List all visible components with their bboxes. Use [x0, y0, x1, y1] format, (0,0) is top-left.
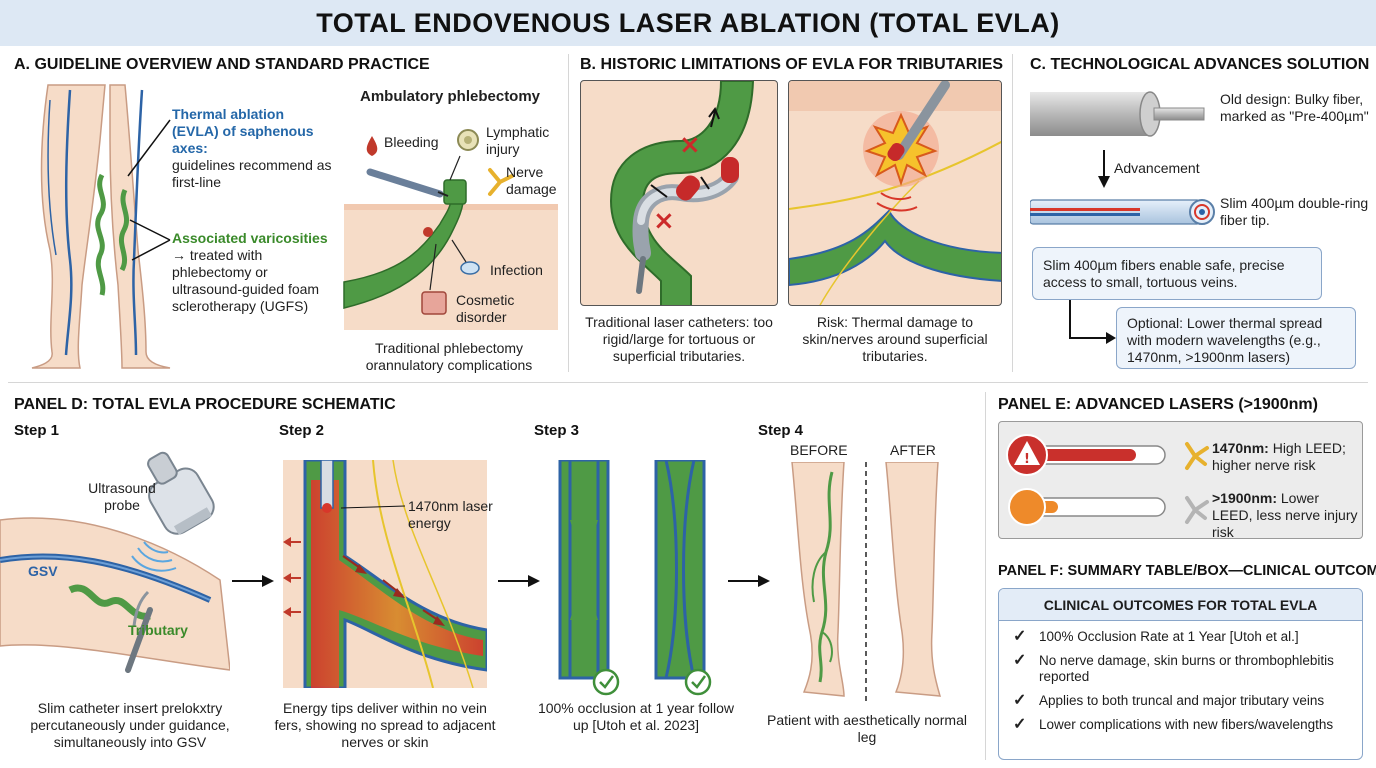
thermometers: ! [1006, 434, 1166, 526]
complication-cosmetic: Cosmetic disorder [456, 292, 515, 325]
gsv-label: GSV [28, 563, 58, 579]
page-title: TOTAL ENDOVENOUS LASER ABLATION (TOTAL E… [316, 7, 1060, 38]
divider-b-c [1012, 54, 1013, 372]
panel-f-heading: PANEL F: SUMMARY TABLE/BOX—CLINICAL OUTC… [998, 563, 1376, 579]
elbow-arrow [1069, 300, 1116, 344]
high-leed-level-bar [1029, 449, 1136, 461]
panel-a-caption: Traditional phlebectomy orannulatory com… [365, 340, 533, 373]
step4-caption: Patient with aesthetically normal leg [767, 712, 967, 745]
laser-energy-label: 1470nm laser energy [408, 498, 493, 531]
wavelength-box: Optional: Lower thermal spread with mode… [1116, 307, 1356, 369]
step1-title: Step 1 [14, 422, 60, 439]
step1-illustration [0, 451, 230, 673]
slim-fiber-box: Slim 400µm fibers enable safe, precise a… [1032, 247, 1322, 300]
svg-text:×: × [679, 130, 701, 160]
step3-illustration [558, 460, 712, 696]
laser-row-1470: 1470nm: High LEED; higher nerve risk [1212, 440, 1362, 474]
tributary-label: Tributary [128, 622, 188, 638]
old-design-label: Old design: Bulky fiber, marked as "Pre-… [1220, 91, 1369, 124]
thermal-ablation-title: Thermal ablation (EVLA) of saphenous axe… [172, 106, 314, 156]
phlebectomy-illustration [343, 129, 558, 330]
laser-row-1900: >1900nm: Lower LEED, less nerve injury r… [1212, 490, 1362, 541]
step1-caption: Slim catheter insert prelokxtry percutan… [30, 700, 230, 750]
panel-a-heading: A. GUIDELINE OVERVIEW AND STANDARD PRACT… [14, 56, 430, 73]
tortuous-vein-panel: × × [580, 80, 778, 306]
outcome-item: ✓ 100% Occlusion Rate at 1 Year [Utoh et… [1013, 628, 1299, 645]
panel-b-heading: B. HISTORIC LIMITATIONS OF EVLA FOR TRIB… [580, 56, 1004, 73]
checkmark-icon: ✓ [1013, 716, 1027, 733]
laser-1900-text: Lower LEED, less nerve injury risk [1212, 490, 1358, 540]
divider-d-e [985, 392, 986, 760]
laser-comparison-box: ! 1470nm: High LEED; higher nerve risk >… [998, 421, 1363, 541]
fiber-comparison-illustration [1030, 91, 1215, 225]
step2-title: Step 2 [279, 422, 325, 439]
outcomes-box-title: CLINICAL OUTCOMES FOR TOTAL EVLA [999, 589, 1362, 621]
step2-illustration [283, 460, 487, 688]
outcomes-list: ✓ 100% Occlusion Rate at 1 Year [Utoh et… [999, 621, 1362, 733]
step3-caption: 100% occlusion at 1 year follow up [Utoh… [537, 700, 735, 733]
checkmark-icon: ✓ [1013, 628, 1027, 645]
checkmark-icon: ✓ [1013, 692, 1027, 709]
complication-infection: Infection [490, 262, 543, 278]
thermal-ablation-text: Thermal ablation (EVLA) of saphenous axe… [172, 106, 332, 191]
svg-text:!: ! [1024, 452, 1030, 467]
panel-d-heading: PANEL D: TOTAL EVLA PROCEDURE SCHEMATIC [14, 396, 396, 413]
thermal-ablation-desc: guidelines recommend as first-line [172, 157, 332, 190]
thermal-damage-panel [788, 80, 1002, 306]
ultrasound-probe-label: Ultrasound probe [88, 480, 156, 513]
before-label: BEFORE [790, 442, 848, 458]
svg-text:×: × [653, 206, 675, 236]
arrow-step1-2 [232, 575, 274, 587]
laser-1900-label: >1900nm: [1212, 490, 1277, 506]
varicosities-text: Associated varicosities → treated with p… [172, 230, 337, 315]
outcome-item: ✓ Lower complications with new fibers/wa… [1013, 716, 1334, 733]
step4-title: Step 4 [758, 422, 804, 439]
panel-e-heading: PANEL E: ADVANCED LASERS (>1900nm) [998, 396, 1318, 413]
after-label: AFTER [890, 442, 936, 458]
slim-tip-label: Slim 400µm double-ring fiber tip. [1220, 195, 1369, 228]
complication-lymphatic: Lymphatic injury [486, 124, 550, 157]
title-bar: TOTAL ENDOVENOUS LASER ABLATION (TOTAL E… [0, 0, 1376, 46]
legs-illustration [31, 84, 171, 369]
outcome-item: ✓ No nerve damage, skin burns or thrombo… [1013, 652, 1334, 685]
step4-illustration [791, 462, 942, 702]
nerve-icon-active [1185, 442, 1209, 470]
divider-a-b [568, 54, 569, 372]
step3-title: Step 3 [534, 422, 580, 439]
panel-c-heading: C. TECHNOLOGICAL ADVANCES SOLUTION [1030, 56, 1370, 73]
laser-1470-text: High LEED; higher nerve risk [1212, 440, 1346, 473]
nerve-icons [1185, 442, 1209, 524]
outcomes-box: CLINICAL OUTCOMES FOR TOTAL EVLA ✓ 100% … [998, 588, 1363, 760]
arrow-step3-4 [728, 575, 770, 587]
step2-caption: Energy tips deliver within no vein fers,… [274, 700, 496, 750]
panel-b-caption-right: Risk: Thermal damage to skin/nerves arou… [802, 314, 988, 364]
checkmark-icon: ✓ [1013, 652, 1027, 669]
advancement-label: Advancement [1114, 160, 1200, 176]
varicosities-title: Associated varicosities [172, 230, 328, 246]
outcome-item: ✓ Applies to both truncal and major trib… [1013, 692, 1325, 709]
thermal-damage-illustration [789, 81, 1001, 305]
panel-b-caption-left: Traditional laser catheters: too rigid/l… [585, 314, 773, 364]
complication-bleeding: Bleeding [384, 134, 439, 150]
phlebectomy-title: Ambulatory phlebectomy [360, 88, 541, 105]
laser-1470-label: 1470nm: [1212, 440, 1269, 456]
tortuous-vein-illustration: × × [609, 81, 755, 305]
arrow-step2-3 [498, 575, 540, 587]
complication-nerve: Nerve damage [506, 164, 557, 197]
divider-top-bottom [8, 382, 1368, 383]
nerve-icon-muted [1185, 496, 1209, 524]
varicosities-desc: → treated with phlebectomy or ultrasound… [172, 247, 320, 314]
